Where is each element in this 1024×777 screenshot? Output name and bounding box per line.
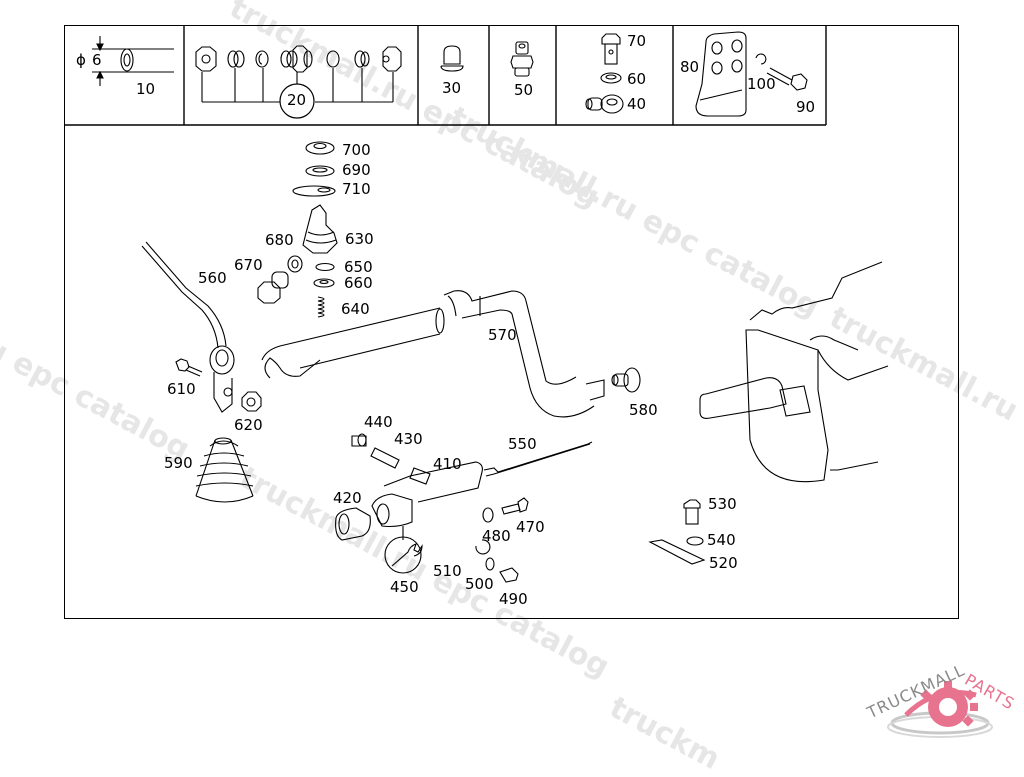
callout-540[interactable]: 540 xyxy=(707,531,736,549)
nut-620 xyxy=(241,391,262,412)
callout-640[interactable]: 640 xyxy=(341,300,370,318)
callout-530[interactable]: 530 xyxy=(708,495,737,513)
callout-510[interactable]: 510 xyxy=(433,562,462,580)
plug-parts-670-680 xyxy=(257,255,303,304)
callout-710[interactable]: 710 xyxy=(342,180,371,198)
fittings-group-20 xyxy=(195,45,402,119)
callout-490[interactable]: 490 xyxy=(499,590,528,608)
bracket-parts-80-100-90 xyxy=(695,31,808,117)
callout-500[interactable]: 500 xyxy=(465,575,494,593)
callout-60[interactable]: 60 xyxy=(627,70,647,88)
bracket-parts-530-540-520 xyxy=(648,499,706,565)
callout-650[interactable]: 650 xyxy=(344,258,373,276)
callout-660[interactable]: 660 xyxy=(344,274,373,292)
callout-700[interactable]: 700 xyxy=(342,141,371,159)
callout-80[interactable]: 80 xyxy=(680,58,700,76)
callout-40[interactable]: 40 xyxy=(627,95,647,113)
stud-580 xyxy=(611,367,641,393)
union-part-50 xyxy=(510,41,534,77)
callout-440[interactable]: 440 xyxy=(364,413,393,431)
shift-rod-570 xyxy=(261,290,605,418)
banjo-parts-70-60-40 xyxy=(585,33,624,114)
gear-logo-icon xyxy=(887,681,993,738)
shift-lever-560 xyxy=(141,241,235,413)
callout-560[interactable]: 560 xyxy=(198,269,227,287)
callout-590[interactable]: 590 xyxy=(164,454,193,472)
header-grid xyxy=(64,25,827,126)
shift-tower-stack xyxy=(292,141,338,318)
boot-590 xyxy=(195,437,254,503)
callout-570[interactable]: 570 xyxy=(488,326,517,344)
callout-680[interactable]: 680 xyxy=(265,231,294,249)
callout-690[interactable]: 690 xyxy=(342,161,371,179)
slave-cylinder-assembly xyxy=(335,433,593,583)
callout-620[interactable]: 620 xyxy=(234,416,263,434)
callout-90[interactable]: 90 xyxy=(796,98,816,116)
tube-part-10 xyxy=(92,36,174,86)
callout-670[interactable]: 670 xyxy=(234,256,263,274)
callout-410[interactable]: 410 xyxy=(433,455,462,473)
bolt-610 xyxy=(175,358,203,377)
bushing-part-30 xyxy=(440,45,464,72)
callout-610[interactable]: 610 xyxy=(167,380,196,398)
diagram-frame xyxy=(64,25,959,619)
dimension-symbol: ϕ xyxy=(76,51,86,69)
callout-450[interactable]: 450 xyxy=(390,578,419,596)
callout-100[interactable]: 100 xyxy=(747,75,776,93)
callout-30[interactable]: 30 xyxy=(442,79,462,97)
callout-470[interactable]: 470 xyxy=(516,518,545,536)
callout-70[interactable]: 70 xyxy=(627,32,647,50)
callout-10[interactable]: 10 xyxy=(136,80,156,98)
callout-550[interactable]: 550 xyxy=(508,435,537,453)
callout-630[interactable]: 630 xyxy=(345,230,374,248)
callout-580[interactable]: 580 xyxy=(629,401,658,419)
callout-20[interactable]: 20 xyxy=(287,91,307,109)
gearbox-housing xyxy=(699,261,889,483)
callout-430[interactable]: 430 xyxy=(394,430,423,448)
truckmall-parts-logo: TRUCKMALL PARTS xyxy=(856,655,1024,750)
diagram-drawing xyxy=(64,25,889,583)
dimension-value: 6 xyxy=(92,51,102,69)
callout-50[interactable]: 50 xyxy=(514,81,534,99)
callout-420[interactable]: 420 xyxy=(333,489,362,507)
callout-480[interactable]: 480 xyxy=(482,527,511,545)
callout-520[interactable]: 520 xyxy=(709,554,738,572)
